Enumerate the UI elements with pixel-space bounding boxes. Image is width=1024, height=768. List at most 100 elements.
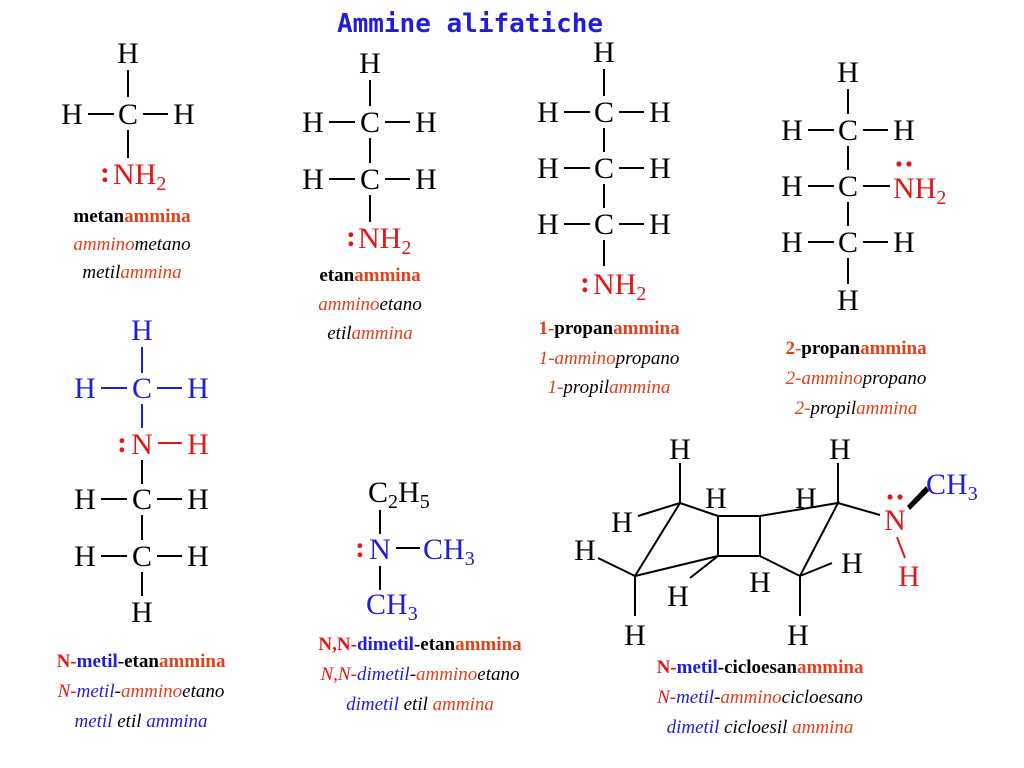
structure-2-propanammina: H H C H H C NH2 H C H H [781,56,946,317]
bond [597,557,636,577]
name-1-propanammina: 1-propanammina [538,318,680,339]
name-2-propanammina: 2-propanammina [785,338,927,359]
atom-c: C [838,170,858,203]
lone-pair: : [346,220,356,253]
name-amminoetano: amminoetano [318,294,421,315]
atom-c: C [132,372,152,405]
atom-c: C [838,226,858,259]
atom-h: H [624,619,646,652]
atom-h: H [829,433,851,466]
ring-bond [634,555,719,577]
atom-h: H [131,596,153,629]
name-2-amminopropano: 2-amminopropano [786,368,927,389]
structure-n-metil-cicloesanammina: H H H H H H H H H H H N CH3 H [574,433,978,652]
atom-h: H [187,540,209,573]
atom-h: H [537,96,559,129]
lone-pair-dot [896,161,902,167]
bond [637,502,681,517]
atom-h: H [649,208,671,241]
atom-nh: NH2 [893,172,946,209]
name-metanammina: metanammina [73,206,191,227]
atom-n: N [369,533,391,566]
atom-h: H [74,372,96,405]
atom-c: C [132,483,152,516]
atom-h: H [669,433,691,466]
name-metilammina: metilammina [82,262,181,283]
atom-h: H [787,619,809,652]
atom-c: C [360,163,380,196]
name-metil-etil-ammina: metil etil ammina [74,711,207,732]
atom-h: H [187,428,209,461]
lone-pair-dot [897,494,903,500]
atom-h: H [187,372,209,405]
atom-nh: NH2 [113,158,166,195]
page-title: Ammine alifatiche [337,9,603,39]
structure-nn-dimetil-etanammina: C2H5 : N CH3 CH3 [355,476,475,625]
atom-nh: NH2 [358,222,411,259]
structure-1-propanammina: H H C H H C H H C H : NH2 [537,36,671,305]
atom-h: H [173,98,195,131]
atom-h: H [574,534,596,567]
atom-nh: NH2 [593,268,646,305]
atom-h: H [649,96,671,129]
name-1-amminopropano: 1-amminopropano [539,348,680,369]
lone-pair: : [117,426,127,459]
atom-h: H [537,208,559,241]
atom-c: C [118,98,138,131]
name-dimetil-cicloesil-ammina: dimetil cicloesil ammina [667,717,854,738]
lone-pair: : [100,156,110,189]
atom-h: H [837,284,859,317]
atom-h: H [795,482,817,515]
name-2-propilammina: 2-propilammina [795,398,918,419]
atom-h: H [893,114,915,147]
wedge-bond [907,486,929,510]
methyl-group: CH3 [366,588,418,625]
atom-n: N [884,504,906,537]
atom-h: H [593,36,615,69]
atom-c: C [594,96,614,129]
lone-pair-dot [906,161,912,167]
methyl-group: CH3 [926,468,978,505]
methyl-group: CH3 [423,533,475,570]
name-n-metil-etanammina: N-metil-etanammina [57,651,226,672]
atom-h: H [187,483,209,516]
atom-c: C [838,114,858,147]
name-etanammina: etanammina [319,265,421,286]
name-amminometano: amminometano [73,234,190,255]
structure-n-metil-etanammina: H H C H : N H H C H H C H H [74,314,209,629]
atom-h: H [302,106,324,139]
bond [689,555,719,579]
name-n-metil-cicloesanammina: N-metil-cicloesanammina [657,657,864,678]
atom-h: H [537,152,559,185]
bond [837,502,881,516]
atom-h: H [131,314,153,347]
atom-h: H [415,106,437,139]
structure-etanammina: H H C H H C H : NH2 [302,47,437,259]
structure-metanammina: H H C H : NH2 [61,37,195,195]
lone-pair: : [355,531,365,564]
atom-h: H [841,547,863,580]
ring-bond [759,501,840,578]
atom-c: C [132,540,152,573]
atom-n: N [131,428,153,461]
name-nn-dimetil-etanammina: N,N-dimetil-etanammina [318,634,522,655]
ethyl-group: C2H5 [368,476,430,513]
atom-h: H [74,483,96,516]
name-n-metil-amminocicloesano: N-metil-amminocicloesano [656,687,863,708]
atom-h: H [667,580,689,613]
atom-h: H [898,560,920,593]
name-nn-dimetil-amminoetano: N,N-dimetil-amminoetano [320,664,520,685]
atom-h: H [781,226,803,259]
atom-h: H [61,98,83,131]
atom-h: H [611,506,633,539]
atom-h: H [302,163,324,196]
atom-h: H [749,566,771,599]
atom-h: H [837,56,859,89]
atom-h: H [415,163,437,196]
name-etilammina: etilammina [327,323,413,344]
atom-h: H [781,114,803,147]
name-dimetil-etil-ammina: dimetil etil ammina [346,694,494,715]
atom-c: C [594,152,614,185]
